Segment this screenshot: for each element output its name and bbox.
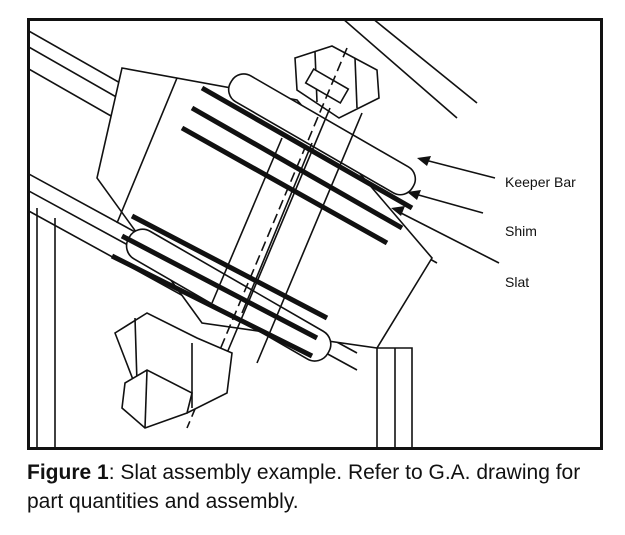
figure-caption: Figure 1: Slat assembly example. Refer t… [27, 458, 617, 516]
bracket-edge [116, 77, 178, 224]
bolt-shanks [186, 47, 363, 429]
keeper-bar-label: Keeper Bar [505, 174, 576, 190]
left-post [36, 208, 56, 447]
slat-arrowhead [391, 206, 405, 216]
shim-arrowhead [407, 190, 421, 200]
top-bolt-nut [294, 45, 380, 119]
diagram-frame: Keeper Bar Shim Slat [27, 18, 603, 450]
arrow-heads [391, 156, 431, 216]
slat-assembly-drawing: Keeper Bar Shim Slat [27, 18, 603, 450]
caption-text: : Slat assembly example. Refer to G.A. d… [27, 461, 581, 513]
slat-label: Slat [505, 274, 529, 290]
keeper-bar-arrowhead [417, 156, 431, 166]
right-bracket [376, 347, 413, 447]
top-right-edges [344, 21, 478, 119]
upper-keeper-bar [227, 73, 417, 196]
shim-label: Shim [505, 223, 537, 239]
caption-prefix: Figure 1 [27, 461, 109, 484]
bottom-bolt-nut [114, 312, 233, 429]
callout-arrows [398, 159, 500, 264]
